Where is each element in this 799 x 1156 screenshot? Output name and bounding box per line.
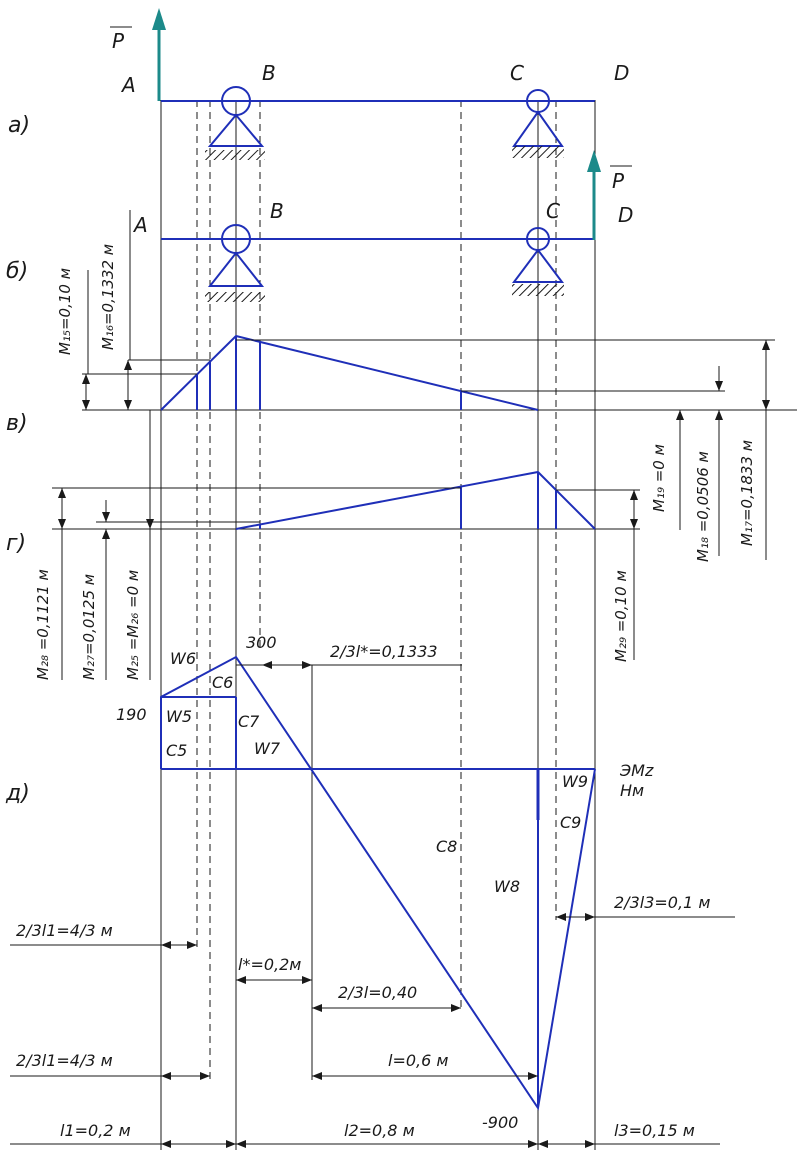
value-neg900: -900 xyxy=(482,1113,518,1132)
dim-lstar: l*=0,2м xyxy=(238,955,301,974)
force-arrow-a xyxy=(152,8,166,101)
dim-l3: l3=0,15 м xyxy=(614,1121,695,1140)
force-label-b: P xyxy=(612,169,625,193)
area-w5: W5 xyxy=(166,707,192,726)
force-label-a: P xyxy=(112,29,125,53)
label-m25: M₂₅ =M₂₆ =0 м xyxy=(124,570,142,680)
area-c9: C9 xyxy=(560,813,581,832)
area-c7: C7 xyxy=(238,712,260,731)
diagram-v xyxy=(82,210,797,560)
point-a-top: A xyxy=(120,73,136,97)
dim-two-thirds-l: 2/3l=0,40 xyxy=(338,983,417,1002)
area-c5: C5 xyxy=(166,741,187,760)
part-b-label: б) xyxy=(6,259,28,284)
labels: P P а) б) в) г) д) A B C D A B C D M₁₅=0… xyxy=(5,26,756,1140)
label-m16: M₁₆=0,1332 м xyxy=(99,244,117,350)
point-c-top: C xyxy=(510,61,524,85)
point-d-top: D xyxy=(614,61,629,85)
dim-two-thirds-l1-b: 2/3l1=4/3 м xyxy=(16,1051,113,1070)
area-w6: W6 xyxy=(170,649,196,668)
dim-l2: l2=0,8 м xyxy=(344,1121,415,1140)
force-arrow-b xyxy=(587,150,601,240)
dim-two-thirds-l1-a: 2/3l1=4/3 м xyxy=(16,921,113,940)
point-b-bottom: B xyxy=(270,199,284,223)
part-v-label: в) xyxy=(6,411,28,436)
diagram-g xyxy=(52,470,640,680)
point-d-bottom: D xyxy=(618,203,633,227)
unit-nm: Нм xyxy=(620,781,644,800)
support-c-a xyxy=(512,89,564,158)
label-m19: M₁₉ =0 м xyxy=(650,444,668,512)
dim-two-thirds-l3: 2/3l3=0,1 м xyxy=(614,893,710,912)
label-m17: M₁₇=0,1833 м xyxy=(738,440,756,546)
scheme-a xyxy=(152,8,596,160)
label-m27: M₂₇=0,0125 м xyxy=(80,574,98,680)
area-c8: C8 xyxy=(436,837,457,856)
dimension-lines xyxy=(10,661,735,1148)
area-w7: W7 xyxy=(254,739,281,758)
label-m29: M₂₉ =0,10 м xyxy=(612,570,630,662)
diagram-d xyxy=(160,655,596,1111)
dim-two-thirds-lstar: 2/3l*=0,1333 xyxy=(330,642,438,661)
point-c-bottom: C xyxy=(546,199,560,223)
part-a-label: а) xyxy=(8,113,30,138)
support-c-b xyxy=(512,227,564,296)
part-g-label: г) xyxy=(6,531,26,556)
support-b-b xyxy=(205,224,265,302)
area-w9: W9 xyxy=(562,772,588,791)
unit-emz: ЭMz xyxy=(619,761,654,780)
area-c6: C6 xyxy=(212,673,233,692)
label-m15: M₁₅=0,10 м xyxy=(56,268,74,355)
value-190: 190 xyxy=(116,705,147,724)
dim-l: l=0,6 м xyxy=(388,1051,448,1070)
support-b-a xyxy=(205,86,265,160)
point-a-bottom: A xyxy=(132,213,148,237)
label-m28: M₂₈ =0,1121 м xyxy=(34,569,52,680)
area-w8: W8 xyxy=(494,877,520,896)
point-b-top: B xyxy=(262,61,276,85)
part-d-label: д) xyxy=(5,781,30,806)
dim-l1: l1=0,2 м xyxy=(60,1121,131,1140)
scheme-b xyxy=(161,150,601,302)
value-300: 300 xyxy=(246,633,277,652)
label-m18: M₁₈ =0,0506 м xyxy=(694,451,712,562)
